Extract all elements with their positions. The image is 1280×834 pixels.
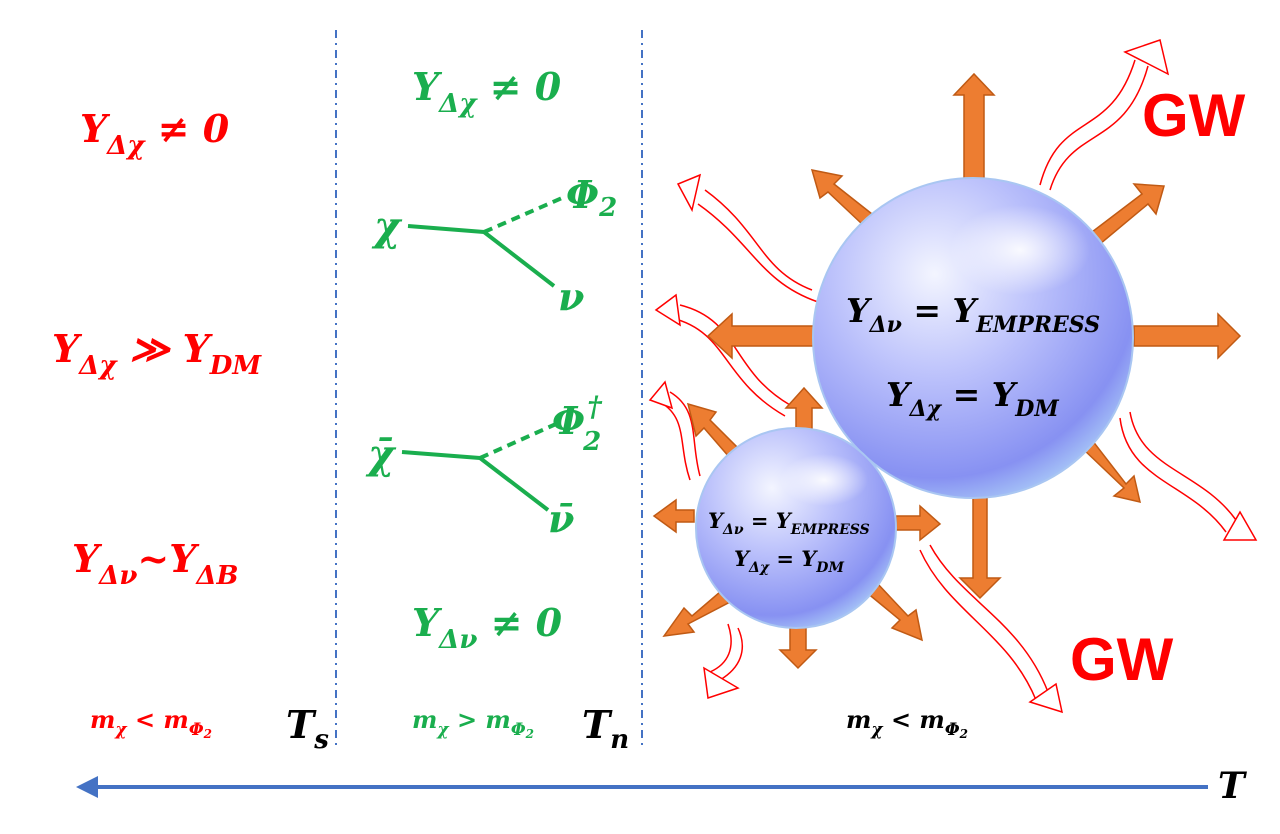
bubble-small: YΔν = YEMPRESS YΔχ = YDM	[695, 427, 897, 629]
gw-label-bottom: GW	[1070, 626, 1174, 693]
left-ynu-sim-yb: YΔν~YΔB	[72, 536, 238, 591]
decay1-chi: χ	[371, 203, 403, 250]
temperature-axis-arrowhead	[76, 776, 98, 798]
middle-yx-nonzero: YΔχ ≠ 0	[412, 64, 562, 119]
temperature-ts: Ts	[286, 702, 329, 755]
axis-label-t: T	[1218, 765, 1247, 807]
middle-ynu-nonzero: YΔν ≠ 0	[412, 600, 563, 655]
big-bubble-line1: YΔν = YEMPRESS	[846, 291, 1100, 338]
left-yx-gg-dm: YΔχ ≫ YDM	[52, 326, 262, 381]
big-bubble-line2: YΔχ = YDM	[886, 375, 1059, 422]
decay1-nu: ν	[558, 274, 584, 319]
middle-mass-relation: mχ > mΦ2	[412, 705, 534, 741]
decay-diagram-chibar: χ̄ Φ2† ν̄	[365, 390, 603, 541]
right-mass-relation: mχ < mΦ2	[846, 705, 968, 741]
bubble-large: YΔν = YEMPRESS YΔχ = YDM	[812, 177, 1134, 499]
expansion-arrows-big	[706, 72, 1242, 600]
gw-wave-lines	[648, 39, 1258, 714]
decay2-chibar: χ̄	[365, 431, 397, 478]
decay-diagram-chi: χ Φ2 ν	[371, 172, 617, 319]
decay2-phi2-dagger: Φ2†	[552, 390, 603, 457]
decay2-nubar: ν̄	[548, 496, 574, 541]
gw-label-top: GW	[1142, 82, 1246, 149]
left-mass-relation: mχ < mΦ2	[90, 705, 212, 741]
small-bubble-line1: YΔν = YEMPRESS	[708, 508, 870, 538]
small-bubble-line2: YΔχ = YDM	[734, 546, 844, 576]
temperature-tn: Tn	[582, 702, 629, 755]
left-yx-nonzero: YΔχ ≠ 0	[80, 106, 230, 161]
expansion-arrows-small	[652, 386, 942, 670]
decay1-phi2: Φ2	[566, 172, 617, 223]
